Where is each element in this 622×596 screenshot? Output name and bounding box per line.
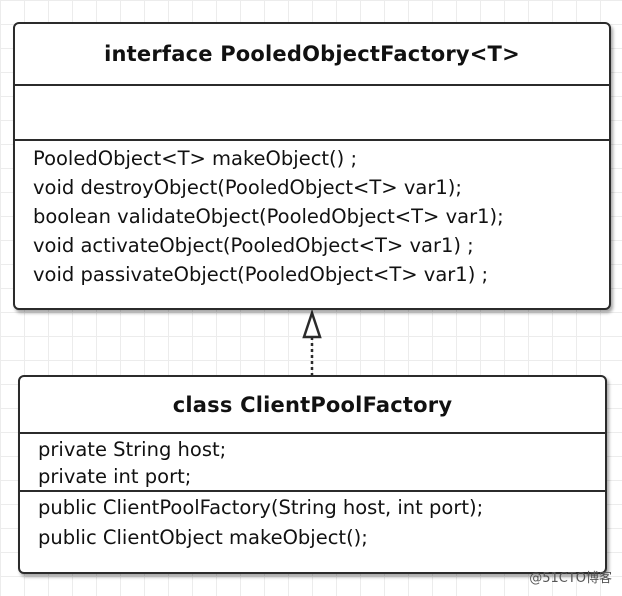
interface-title: interface PooledObjectFactory<T>: [15, 24, 609, 86]
class-operation: public ClientObject makeObject();: [38, 526, 368, 549]
interface-operations-section: PooledObject<T> makeObject() ; void dest…: [15, 141, 609, 289]
interface-operation: void destroyObject(PooledObject<T> var1)…: [33, 176, 462, 199]
interface-operation: void activateObject(PooledObject<T> var1…: [33, 234, 474, 257]
interface-operation: boolean validateObject(PooledObject<T> v…: [33, 205, 504, 228]
class-title: class ClientPoolFactory: [20, 377, 605, 434]
class-attributes-section: private String host; private int port;: [20, 434, 605, 492]
watermark: @51CTO博客: [529, 571, 612, 586]
class-attribute: private String host;: [38, 438, 227, 461]
class-operations-section: public ClientPoolFactory(String host, in…: [20, 492, 605, 553]
interface-operation: void passivateObject(PooledObject<T> var…: [33, 263, 489, 286]
interface-operation: PooledObject<T> makeObject() ;: [33, 147, 358, 170]
class-attribute: private int port;: [38, 465, 192, 488]
interface-box: interface PooledObjectFactory<T> PooledO…: [13, 22, 611, 310]
class-operation: public ClientPoolFactory(String host, in…: [38, 496, 484, 519]
interface-attributes-section: [15, 86, 609, 141]
hollow-triangle-arrowhead: [302, 309, 322, 339]
class-box: class ClientPoolFactory private String h…: [18, 375, 607, 574]
